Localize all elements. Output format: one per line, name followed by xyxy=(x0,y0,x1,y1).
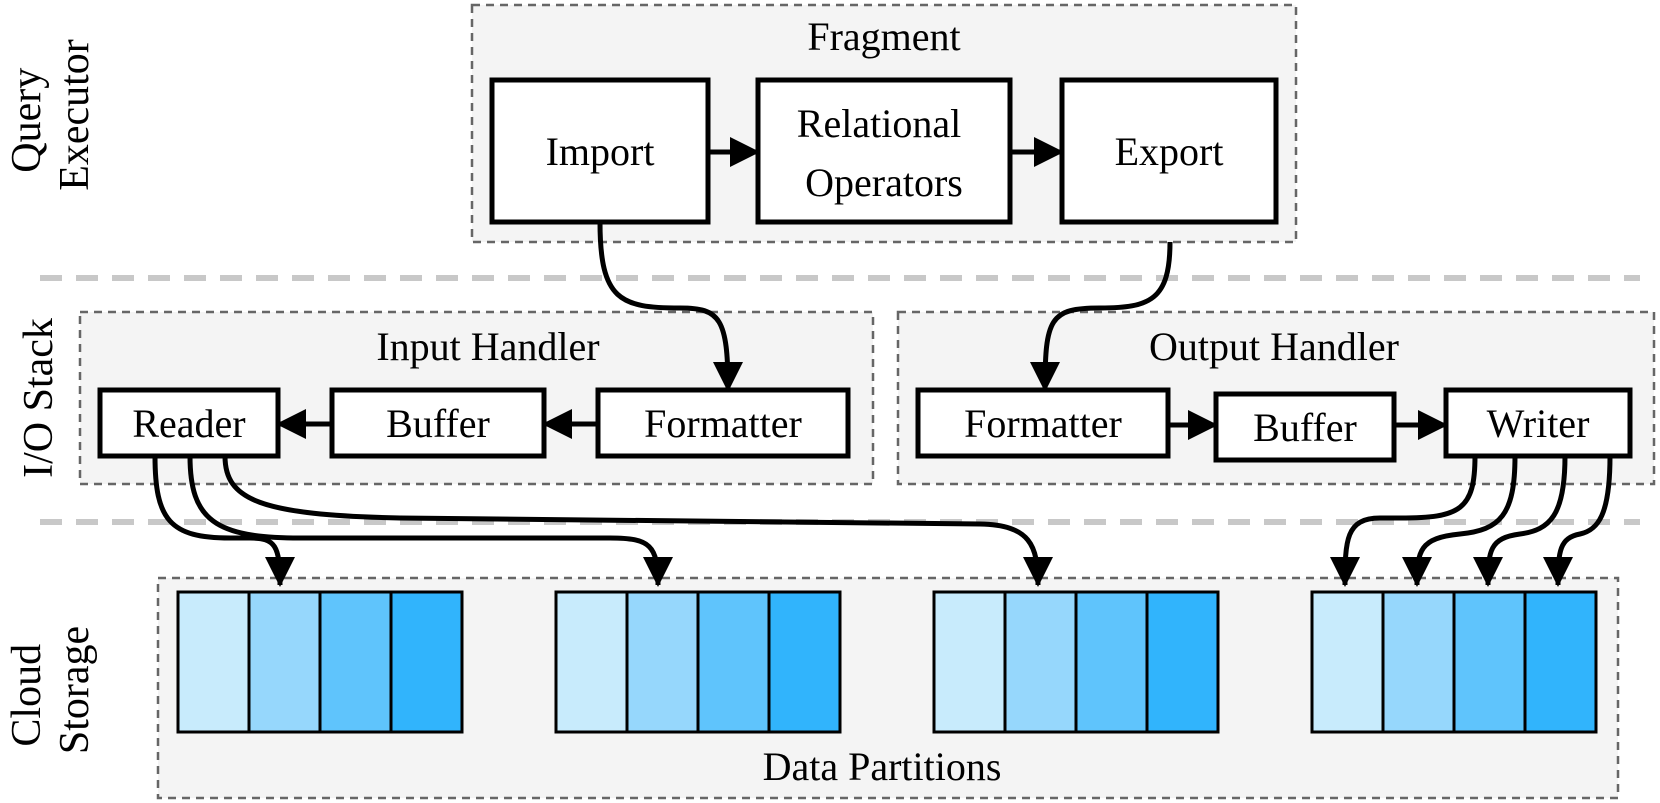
partition-cell xyxy=(554,590,629,734)
data-partitions-title: Data Partitions xyxy=(763,744,1002,789)
partition-group-2 xyxy=(554,590,842,734)
input-buffer-label: Buffer xyxy=(386,401,490,446)
layer-label-cloud-storage: Cloud Storage xyxy=(4,626,98,754)
arrow-export-to-output-formatter xyxy=(1030,241,1173,392)
relational-operators-label: Relational Operators xyxy=(797,101,971,205)
arrow-reader-to-partition-3 xyxy=(222,455,1053,587)
arrow-import-to-input-formatter xyxy=(597,221,743,392)
partition-cell xyxy=(1523,590,1598,734)
export-box xyxy=(1059,77,1279,225)
partition-cell xyxy=(767,590,842,734)
input-reader-label: Reader xyxy=(132,401,245,446)
partition-group-1 xyxy=(176,590,464,734)
export-label: Export xyxy=(1115,129,1224,174)
partition-cell xyxy=(1381,590,1456,734)
input-handler-title: Input Handler xyxy=(376,324,599,369)
layer-label-io-stack: I/O Stack xyxy=(16,318,62,478)
partition-cell xyxy=(1145,590,1220,734)
arrow-writer-to-partition-4d xyxy=(1543,455,1613,587)
arrow-writer-to-partition-4c xyxy=(1473,455,1568,587)
partition-cell xyxy=(1074,590,1149,734)
arrow-writer-to-partition-4a xyxy=(1330,455,1478,587)
arrow-writer-to-partition-4b xyxy=(1402,455,1518,587)
layer-label-query-executor: Query Executor xyxy=(4,39,98,191)
partition-cell xyxy=(1003,590,1078,734)
output-writer-box xyxy=(1443,387,1633,459)
partition-cell xyxy=(389,590,464,734)
partition-cell xyxy=(625,590,700,734)
partition-cell xyxy=(1310,590,1385,734)
output-formatter-label: Formatter xyxy=(964,401,1122,446)
partition-cell xyxy=(247,590,322,734)
arrow-reader-to-partition-2 xyxy=(187,455,673,587)
partition-group-3 xyxy=(932,590,1220,734)
partition-cell xyxy=(318,590,393,734)
output-handler-title: Output Handler xyxy=(1149,324,1399,369)
partition-cell xyxy=(932,590,1007,734)
import-label: Import xyxy=(546,129,655,174)
partition-group-4 xyxy=(1310,590,1598,734)
input-reader-box xyxy=(97,387,281,459)
fragment-title: Fragment xyxy=(807,14,960,59)
partition-cell xyxy=(176,590,251,734)
partition-cell xyxy=(696,590,771,734)
arrow-reader-to-partition-1 xyxy=(152,455,295,587)
input-formatter-label: Formatter xyxy=(644,401,802,446)
partition-cell xyxy=(1452,590,1527,734)
output-formatter-box xyxy=(915,387,1171,459)
output-writer-label: Writer xyxy=(1487,401,1590,446)
output-buffer-label: Buffer xyxy=(1253,405,1357,450)
